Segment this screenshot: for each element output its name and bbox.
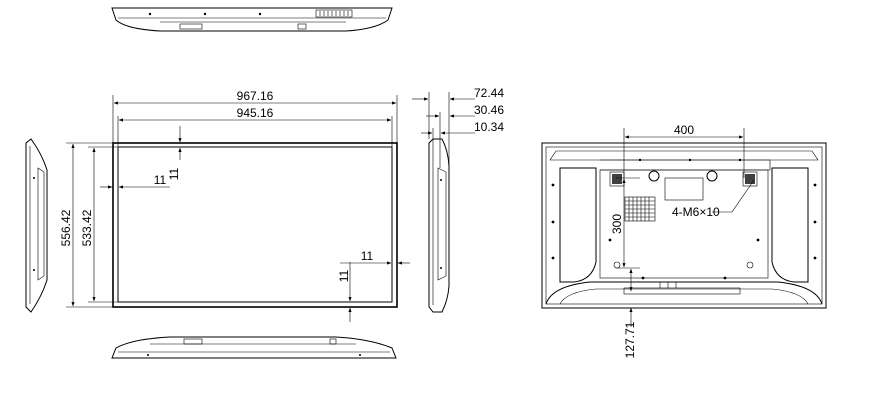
bezel-right-label: 11 [361, 249, 374, 263]
bottom-view [111, 336, 397, 359]
mount-hole-bottom-right [746, 261, 754, 269]
outer-height-label: 556.42 [59, 209, 73, 246]
bottom-offset-label: 127.71 [623, 321, 637, 358]
vent-grille [624, 196, 656, 222]
mount-hole-bottom-left [613, 261, 621, 269]
inner-width-label: 945.16 [237, 106, 274, 120]
mount-spec-leader [731, 179, 755, 213]
right-side-view: 72.44 30.46 10.34 [412, 86, 504, 313]
rear-outer-frame [541, 142, 827, 309]
vesa-vertical-label: 300 [610, 214, 624, 234]
rear-view: 400 300 4-M6×10 127.71 [541, 123, 827, 358]
body-depth-label: 30.46 [474, 103, 504, 117]
bezel-bottom-label: 11 [337, 269, 351, 282]
bezel-top-label: 11 [167, 167, 181, 180]
screen-area [117, 146, 393, 303]
bezel-left-label: 11 [154, 173, 167, 187]
inner-height-label: 533.42 [80, 209, 94, 246]
vesa-horizontal-label: 400 [674, 123, 694, 137]
top-view [111, 7, 393, 32]
mount-spec-label: 4-M6×10 [672, 205, 720, 219]
front-depth-label: 10.34 [474, 120, 504, 134]
total-depth-label: 72.44 [474, 86, 504, 100]
front-outer-frame [112, 142, 398, 308]
front-view: 967.16 945.16 556.42 533.42 11 11 11 11 [59, 89, 410, 322]
bottom-connector-bar [623, 287, 741, 295]
mount-hole-top-left [609, 171, 625, 187]
mount-hole-top-right [742, 171, 758, 187]
outer-width-label: 967.16 [237, 89, 274, 103]
left-side-view [25, 138, 48, 313]
